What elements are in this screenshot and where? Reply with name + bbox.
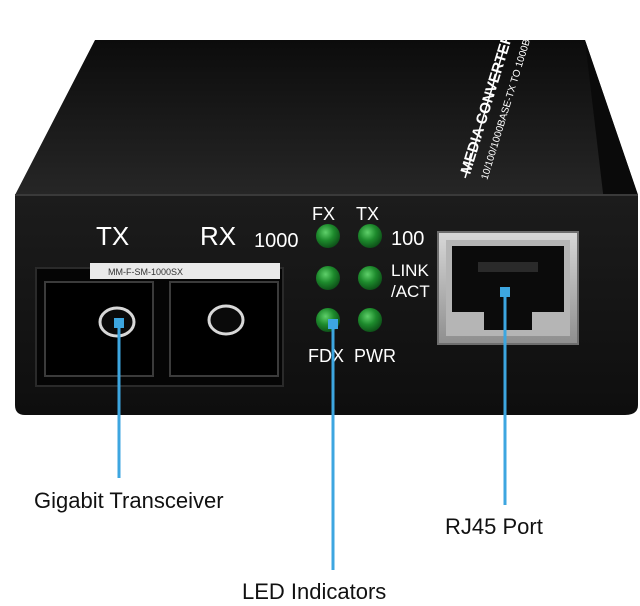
top-label-rule xyxy=(464,44,506,179)
callout-marker-transceiver xyxy=(114,318,124,328)
callout-marker-leds xyxy=(328,319,338,329)
rx-ferrule xyxy=(207,304,245,336)
led-labels: FX TX 1000 100 LINK /ACT FDX PWR xyxy=(254,204,430,366)
callout-lines xyxy=(114,287,510,570)
led-1000-link xyxy=(316,266,340,290)
led-link-act xyxy=(358,266,382,290)
led-label-fdx: FDX xyxy=(308,346,344,366)
callout-label-transceiver: Gigabit Transceiver xyxy=(34,488,224,513)
tx-sc-port xyxy=(44,281,154,377)
callout-label-rj45: RJ45 Port xyxy=(445,514,543,539)
led-label-tx: TX xyxy=(356,204,379,224)
tx-port-label: TX xyxy=(96,221,129,251)
sc-transceiver: TX RX MM-F-SM-1000SX xyxy=(35,221,284,387)
sc-label-text: MM-F-SM-1000SX xyxy=(108,267,183,277)
led-label-fx: FX xyxy=(312,204,335,224)
led-label-100: 100 xyxy=(391,228,424,250)
led-label-link: LINK xyxy=(391,261,429,280)
led-label-act: /ACT xyxy=(391,282,430,301)
rj45-contacts xyxy=(478,262,538,272)
sc-label-strip xyxy=(90,263,280,279)
led-label-1000: 1000 xyxy=(254,230,299,252)
rx-port-label: RX xyxy=(200,221,236,251)
led-tx xyxy=(358,224,382,248)
led-fx xyxy=(316,224,340,248)
led-pwr xyxy=(358,308,382,332)
led-label-pwr: PWR xyxy=(354,346,396,366)
callout-marker-rj45 xyxy=(500,287,510,297)
chassis-top xyxy=(15,40,638,195)
callout-label-leds: LED Indicators xyxy=(242,579,387,604)
